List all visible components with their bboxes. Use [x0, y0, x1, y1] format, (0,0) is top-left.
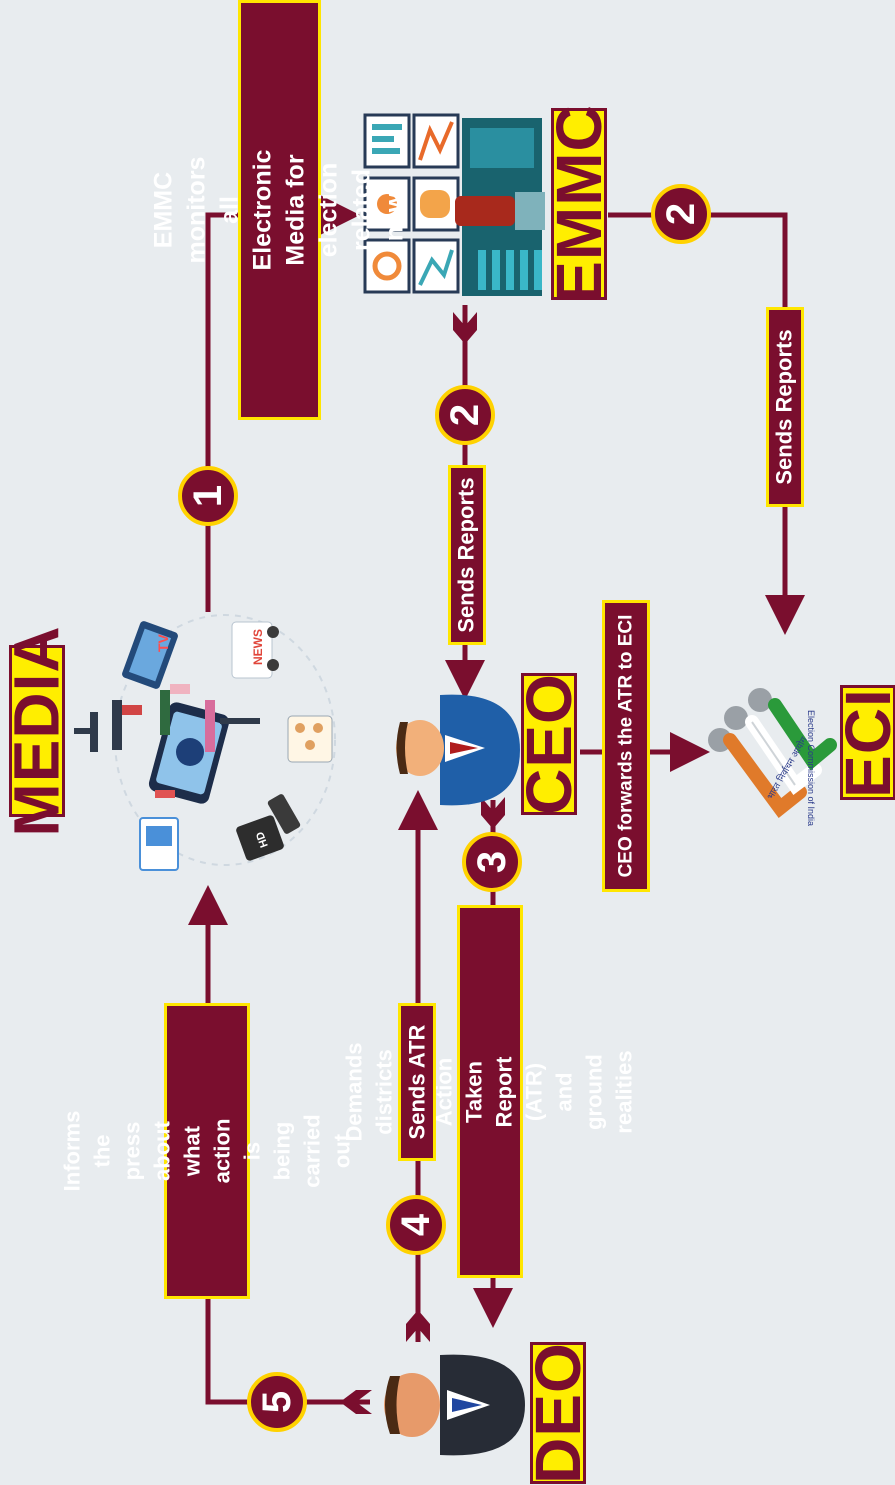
step-number: 3 [470, 850, 514, 874]
node-emmc: EMMC [543, 104, 615, 304]
step-badge-3: 3 [462, 832, 522, 892]
label-demands-line: Demands districts for Action Taken Repor… [342, 1041, 638, 1142]
label-sends-reports-ceo: Sends Reports [448, 465, 486, 645]
label-sends-reports-eci-text: Sends Reports [772, 329, 798, 485]
label-informs-press-line: Informs the press about what action is b… [59, 1110, 354, 1192]
hd-text: HD [254, 830, 271, 849]
label-sends-atr-text: Sends ATR [404, 1024, 429, 1140]
arrow-emmc-to-eci [608, 212, 805, 635]
chevron-icon [340, 1390, 372, 1414]
chevron-icon [481, 797, 505, 829]
media-illustration: TV NEWS HD [74, 614, 336, 871]
ceo-person-illustration [396, 694, 520, 806]
node-ceo-title: CEO [513, 673, 585, 815]
chevron-icon [406, 1310, 430, 1342]
step-number: 4 [394, 1213, 438, 1237]
label-ceo-forwards: CEO forwards the ATR to ECI [602, 600, 650, 892]
node-deo: DEO [522, 1342, 594, 1484]
eci-logo: Election Commission of India भारत निर्वा… [708, 688, 837, 826]
step-badge-1: 1 [178, 466, 238, 526]
label-emmc-monitors: EMMC monitors all Electronic Media for e… [150, 0, 409, 420]
node-eci-title: ECI [832, 687, 895, 798]
label-emmc-monitors-text: EMMC monitors all Electronic Media for e… [148, 150, 412, 271]
tv-text: TV [155, 633, 171, 652]
label-informs-press-text: Informs the press about what action is b… [57, 1111, 357, 1192]
node-ceo: CEO [513, 673, 585, 815]
label-demands-text: Demands districts for Action Taken Repor… [340, 1042, 640, 1141]
deo-person-illustration [384, 1354, 525, 1456]
step-badge-2-eci: 2 [651, 184, 711, 244]
label-sends-atr: Sends ATR [398, 1003, 436, 1161]
step-badge-5: 5 [247, 1372, 307, 1432]
label-emmc-monitors-line: EMMC monitors all Electronic Media for e… [149, 149, 409, 271]
label-sends-reports-ceo-text: Sends Reports [454, 477, 480, 633]
node-deo-title: DEO [522, 1342, 594, 1484]
node-media: MEDIA [1, 625, 73, 836]
step-number: 2 [659, 202, 703, 226]
node-emmc-title: EMMC [543, 104, 615, 304]
step-number: 2 [443, 403, 487, 427]
step-number: 1 [186, 484, 230, 508]
label-demands: Demands districts for Action Taken Repor… [342, 905, 637, 1278]
node-eci: ECI [832, 685, 895, 800]
emmc-illustration [363, 113, 545, 296]
step-badge-4: 4 [386, 1195, 446, 1255]
eci-english-text: Election Commission of India [806, 710, 816, 826]
label-informs-press: Informs the press about what action is b… [59, 1003, 354, 1299]
label-ceo-forwards-text: CEO forwards the ATR to ECI [615, 614, 637, 878]
chevron-icon [453, 312, 477, 344]
node-media-title: MEDIA [1, 625, 73, 837]
step-badge-2-ceo: 2 [435, 385, 495, 445]
news-van-text: NEWS [251, 629, 265, 665]
label-sends-reports-eci: Sends Reports [766, 307, 804, 507]
step-number: 5 [255, 1390, 299, 1414]
